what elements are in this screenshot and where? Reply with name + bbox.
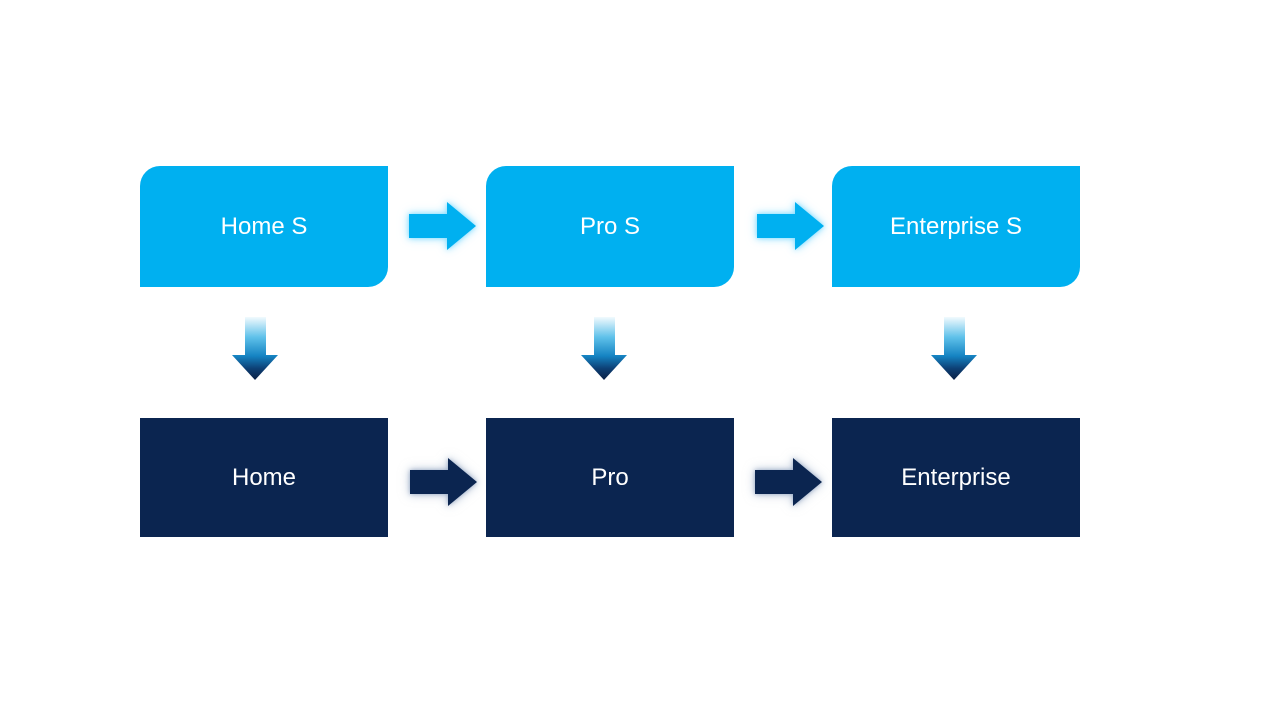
node-label: Enterprise S [889, 212, 1023, 240]
down-arrow-icon [581, 317, 627, 380]
node-label: Home [231, 463, 297, 491]
right-arrow-icon [410, 458, 477, 506]
node-home: Home [140, 418, 388, 537]
node-label: Pro S [579, 212, 641, 240]
down-arrow-icon [232, 317, 278, 380]
node-pro-s: Pro S [486, 166, 734, 287]
right-arrow-icon [755, 458, 822, 506]
node-enterprise: Enterprise [832, 418, 1080, 537]
node-pro: Pro [486, 418, 734, 537]
down-arrow-icon [931, 317, 977, 380]
node-label: Pro [591, 463, 629, 491]
node-home-s: Home S [140, 166, 388, 287]
node-enterprise-s: Enterprise S [832, 166, 1080, 287]
node-label: Home S [220, 212, 308, 240]
node-label: Enterprise [901, 463, 1011, 491]
right-arrow-icon [409, 202, 476, 250]
right-arrow-icon [757, 202, 824, 250]
